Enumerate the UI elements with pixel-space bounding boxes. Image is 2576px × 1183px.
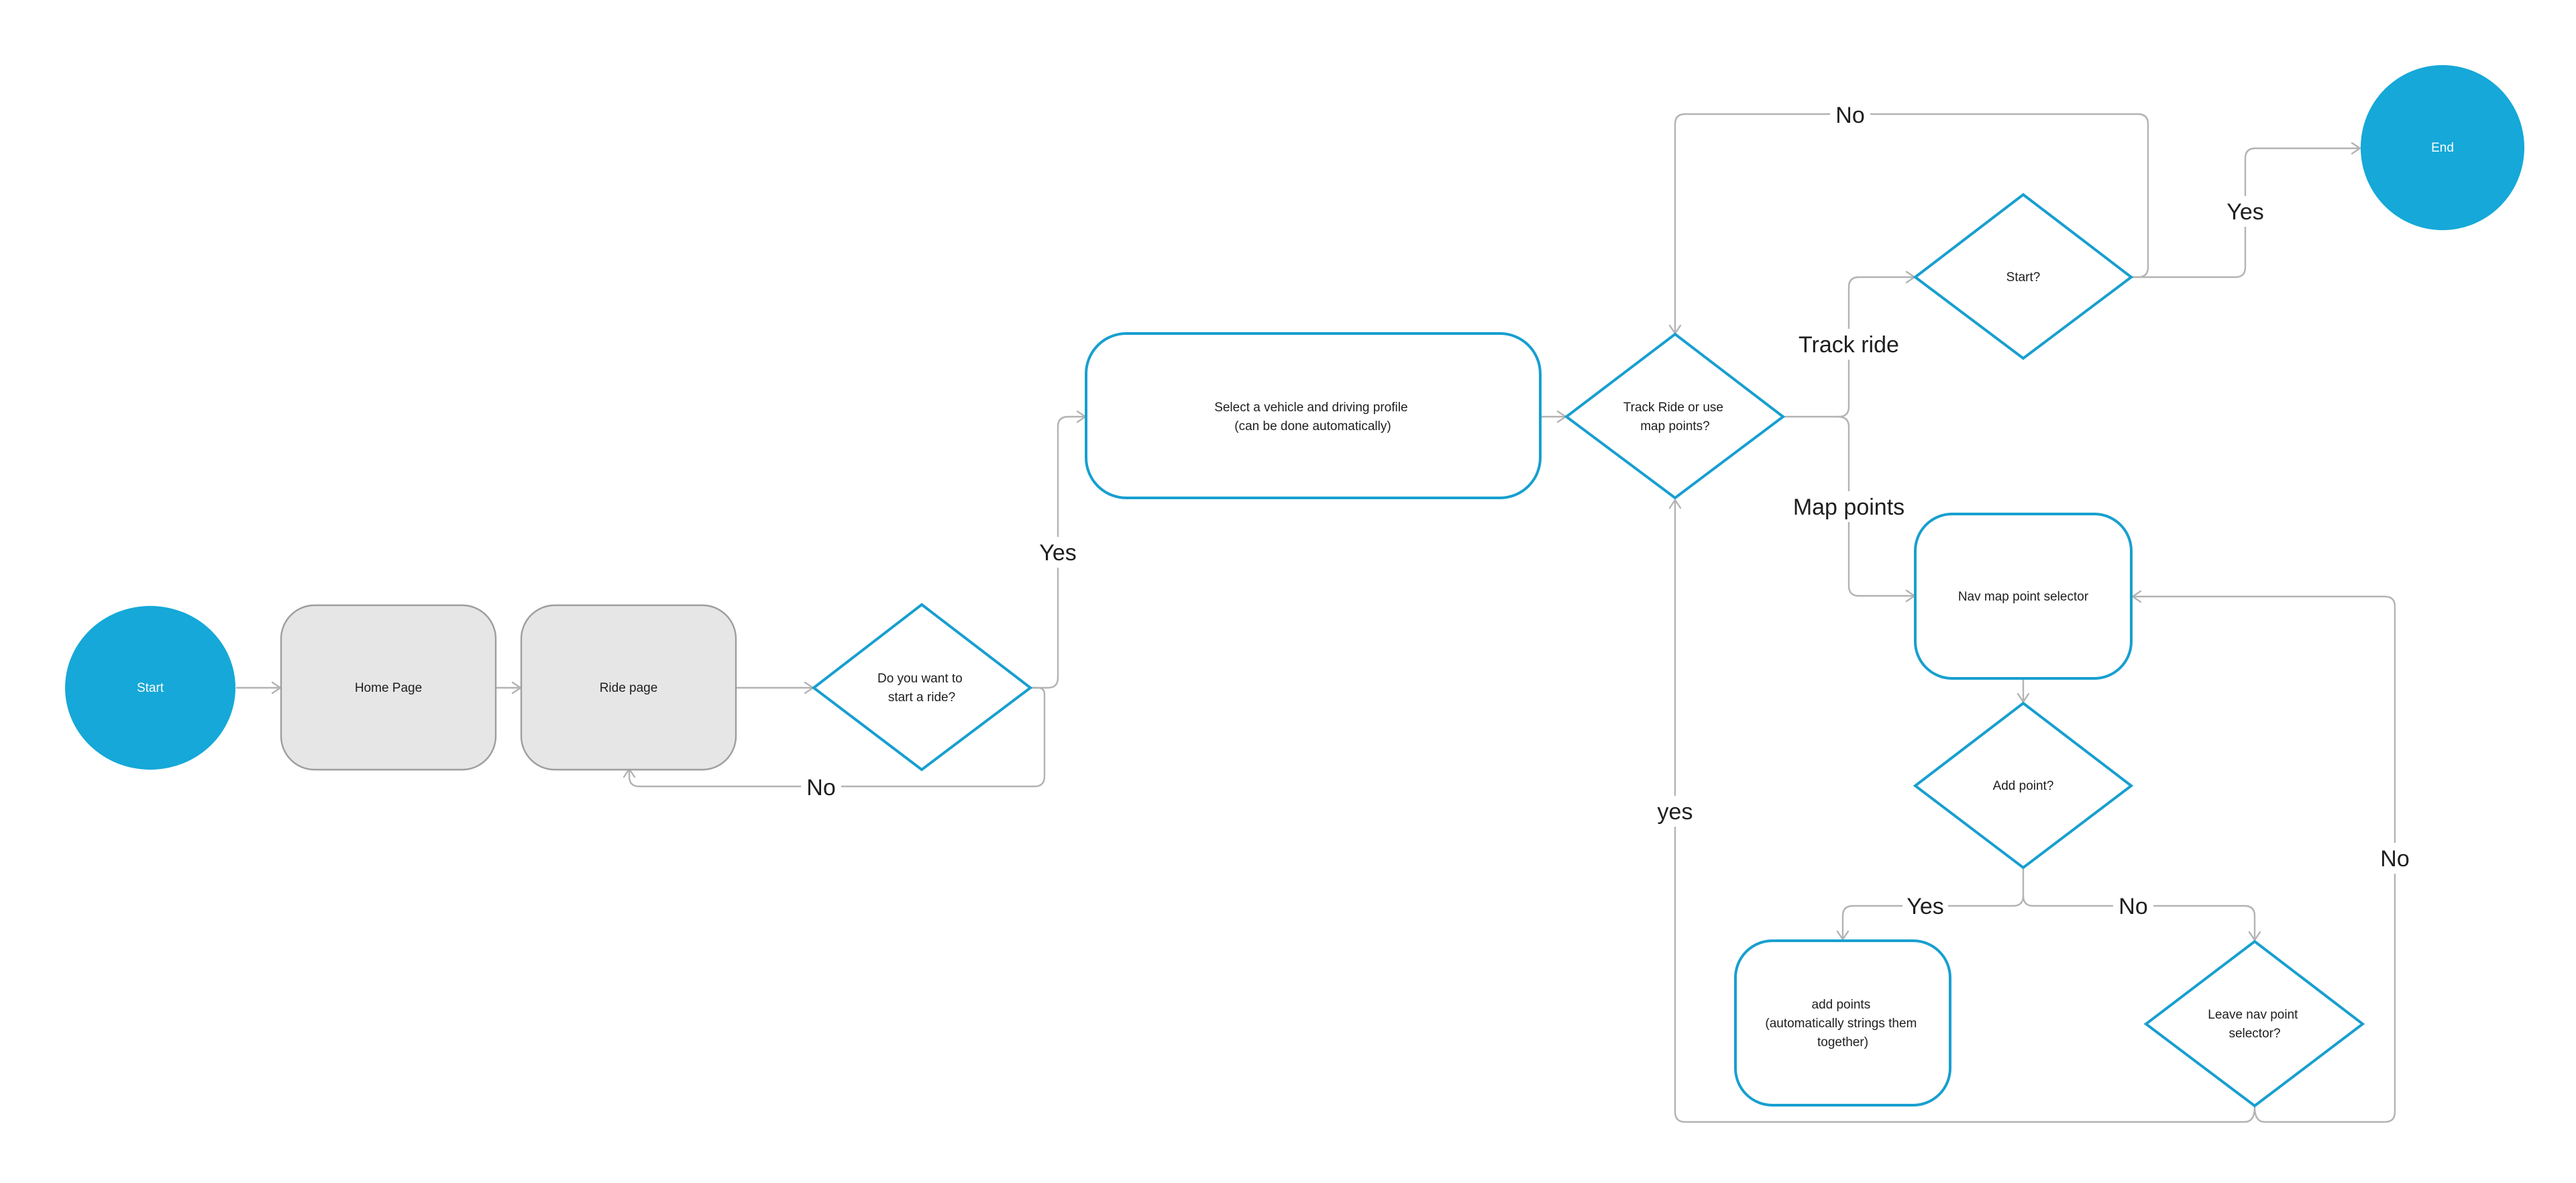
ride-page-label: Ride page: [600, 681, 658, 695]
edge-loop-yes: [1674, 500, 2256, 1123]
end-label: End: [2431, 141, 2454, 155]
start-ride-decision-line2: start a ride?: [888, 690, 955, 705]
home-page-node[interactable]: Home Page: [280, 604, 497, 771]
select-vehicle-line1: Select a vehicle and driving profile: [1214, 401, 1407, 415]
start-node[interactable]: Start: [65, 606, 235, 770]
svg-text:add points (automatica: add points (automatically strings them t…: [1765, 998, 1920, 1049]
arrowhead-end: [2351, 142, 2361, 155]
start-label: Start: [137, 681, 164, 695]
edge-ride-no: [628, 686, 1046, 788]
label-add-yes: Yes: [1907, 894, 1943, 919]
label-ride-no: No: [806, 775, 835, 801]
edge-leave-no: [2133, 595, 2396, 1123]
label-map-points: Map points: [1793, 495, 1904, 520]
label-start-no: No: [1835, 103, 1864, 128]
track-or-map-decision[interactable]: Track Ride or use map points?: [1564, 332, 1786, 500]
select-vehicle-line2: (can be done automatically): [1234, 419, 1391, 433]
svg-text:Do you want to start a: Do you want to start a ride?: [877, 672, 966, 705]
svg-text:Start?: Start?: [2006, 270, 2041, 285]
end-node[interactable]: End: [2361, 65, 2524, 230]
track-or-map-line2: map points?: [1640, 419, 1710, 433]
svg-text:Track Ride or use map: Track Ride or use map points?: [1623, 401, 1727, 433]
label-leave-no: No: [2380, 846, 2409, 872]
svg-text:Nav map point selector: Nav map point selector: [1958, 590, 2089, 604]
svg-text:Start: Start: [137, 681, 164, 695]
svg-text:Leave nav point select: Leave nav point selector?: [2208, 1008, 2301, 1041]
add-points-node[interactable]: add points (automatically strings them t…: [1734, 939, 1951, 1107]
leave-nav-decision[interactable]: Leave nav point selector?: [2143, 939, 2365, 1108]
svg-text:Select a vehicle and driving p: Select a vehicle and driving profile (ca…: [1214, 401, 1411, 433]
edge-add-no: [2022, 895, 2256, 940]
svg-text:Add point?: Add point?: [1993, 779, 2054, 793]
svg-text:Ride page: Ride page: [600, 681, 658, 695]
add-points-line3: together): [1817, 1035, 1868, 1049]
add-points-line1: add points: [1812, 998, 1871, 1012]
leave-nav-line1: Leave nav point: [2208, 1008, 2298, 1022]
start-ride-decision[interactable]: Do you want to start a ride?: [811, 603, 1033, 772]
nav-selector-node[interactable]: Nav map point selector: [1914, 513, 2133, 680]
svg-text:End: End: [2431, 141, 2454, 155]
nodes: Start Home Page Ride page Do you want to…: [65, 65, 2524, 1108]
ride-page-node[interactable]: Ride page: [520, 604, 737, 771]
track-or-map-line1: Track Ride or use: [1623, 401, 1723, 415]
svg-text:Home Page: Home Page: [355, 681, 422, 695]
edge-map-points: [1837, 415, 1915, 597]
label-ride-yes: Yes: [1039, 540, 1076, 566]
start-question-decision[interactable]: Start?: [1913, 193, 2134, 360]
label-loop-yes: yes: [1658, 799, 1693, 825]
start-ride-decision-line1: Do you want to: [877, 672, 963, 686]
label-add-no: No: [2118, 894, 2147, 919]
label-track-ride: Track ride: [1799, 332, 1899, 358]
start-question-label: Start?: [2006, 270, 2041, 285]
add-point-label: Add point?: [1993, 779, 2054, 793]
leave-nav-line2: selector?: [2229, 1027, 2280, 1041]
label-start-yes: Yes: [2226, 199, 2263, 225]
arrowhead-track-bottom: [1668, 499, 1682, 509]
select-vehicle-node[interactable]: Select a vehicle and driving profile (ca…: [1085, 332, 1542, 499]
add-point-decision[interactable]: Add point?: [1913, 701, 2134, 870]
nav-selector-label: Nav map point selector: [1958, 590, 2089, 604]
edge-labels: Yes No Track ride Map points No Yes yes …: [801, 99, 2415, 921]
edge-start-no: [1674, 113, 2149, 333]
home-page-label: Home Page: [355, 681, 422, 695]
add-points-line2: (automatically strings them: [1765, 1017, 1917, 1031]
